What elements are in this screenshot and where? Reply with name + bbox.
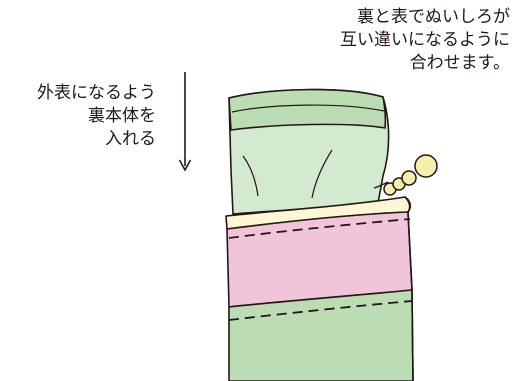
down-arrow-icon: [178, 72, 192, 172]
seam-note-line-2: 互い違いになるように: [340, 30, 510, 50]
outer-green-body: [228, 289, 414, 381]
seam-note-line-3: 合わせます。: [409, 53, 510, 73]
insert-instruction-note: 外表になるよう 裏本体を 入れる: [37, 82, 156, 151]
insert-note-line-3: 入れる: [105, 129, 156, 149]
insert-note-line-1: 外表になるよう: [37, 83, 156, 103]
lining-body-inserted: [228, 88, 390, 215]
seam-note-line-1: 裏と表でぬいしろが: [357, 7, 510, 27]
insert-note-line-2: 裏本体を: [88, 106, 156, 126]
seam-instruction-note: 裏と表でぬいしろが 互い違いになるように 合わせます。: [340, 6, 510, 75]
bead-clasp-icon: [373, 154, 438, 196]
